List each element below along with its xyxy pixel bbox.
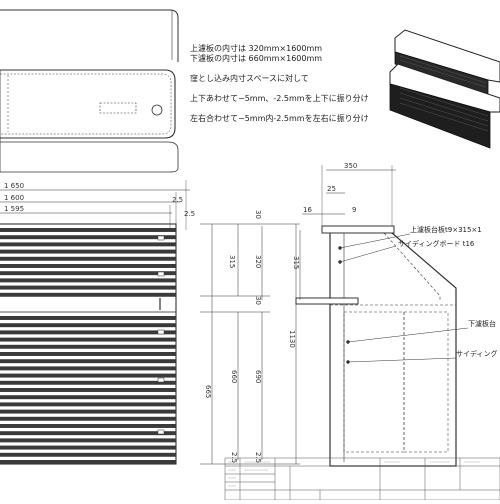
height-dim-1130: 1130 [288, 330, 296, 348]
front-slat [0, 352, 176, 356]
note-lower-board-inner: 下濾板の内寸は 660mm×1600mm [190, 54, 323, 63]
front-marker [157, 377, 165, 383]
top-view [0, 9, 179, 173]
front-marker [157, 429, 165, 435]
isometric-view [389, 29, 500, 149]
label-lower-board-base: 下濾板台 [468, 319, 496, 328]
note-upper-board-inner: 上濾板の内寸は 320mm×1600mm [190, 44, 323, 53]
top-dim-c: 30 [254, 210, 262, 219]
label-siding: サイディング [456, 349, 498, 358]
side-dim-25: 25 [327, 185, 336, 193]
side-dim-16: 16 [303, 206, 312, 214]
note-vertical-allocation: 上下あわせて−5mm、-2.5mmを上下に振り分け [190, 94, 369, 103]
label-upper-board-base: 上濾板台板t9×315×1 [410, 225, 482, 234]
side-view [295, 165, 469, 467]
front-slat [0, 292, 176, 297]
front-slat [0, 402, 176, 407]
front-slat [0, 256, 176, 261]
top-dim-b: 2.5 [184, 210, 195, 218]
front-slat [0, 264, 176, 268]
height-dim-30: 30 [254, 296, 262, 305]
height-dim-320: 320 [254, 255, 262, 268]
front-slat [0, 271, 176, 276]
front-view [0, 180, 300, 465]
side-dim-9: 9 [352, 206, 356, 214]
front-slat [0, 344, 176, 349]
front-markers [157, 235, 165, 435]
height-dim-660: 660 [230, 370, 238, 383]
front-slat [0, 278, 176, 283]
front-slat [0, 380, 176, 385]
front-slat [0, 445, 176, 450]
front-slat [0, 452, 176, 457]
height-dim-bottom-a: 2.5 [230, 452, 238, 463]
front-marker [157, 271, 165, 277]
front-slat [0, 460, 176, 464]
height-dim-665: 665 [204, 385, 212, 398]
side-dim-350: 350 [344, 162, 357, 170]
height-dim-690: 690 [254, 370, 262, 383]
title-block [224, 457, 500, 501]
height-dim-bottom-b: 2.5 [254, 452, 262, 463]
top-dim-a: 2.5 [172, 196, 183, 204]
front-slat [0, 395, 176, 400]
front-slat [0, 359, 176, 364]
width-dim-1600: 1 600 [4, 194, 24, 202]
front-slat [0, 431, 176, 436]
width-dim-1595: 1 595 [4, 205, 24, 213]
side-dim-315: 315 [292, 256, 300, 269]
front-slat [0, 409, 176, 414]
front-slat [0, 235, 176, 240]
front-slats [0, 228, 176, 464]
front-slat [0, 424, 176, 428]
front-slat [0, 416, 176, 421]
front-slat [0, 388, 176, 392]
front-slat [0, 285, 176, 290]
front-slat [0, 337, 176, 342]
front-slat [0, 249, 176, 254]
front-slat [0, 316, 176, 320]
note-horizontal-allocation: 左右合わせて−5mm内-2.5mmを左右に振り分け [190, 114, 369, 123]
width-dim-1650: 1 650 [4, 182, 24, 190]
height-dim-315: 315 [228, 255, 236, 268]
front-slat [0, 330, 176, 335]
front-slat [0, 228, 176, 232]
front-slat [0, 366, 176, 371]
label-siding-board-t16: サイディングボード t16 [398, 239, 475, 248]
front-marker [157, 329, 165, 335]
front-slat [0, 323, 176, 328]
front-slat [0, 242, 176, 247]
front-slat [0, 438, 176, 443]
note-inset-space: 窪とし込み内寸スペースに対して [190, 74, 309, 83]
front-slat [0, 373, 176, 378]
front-marker [157, 235, 165, 241]
